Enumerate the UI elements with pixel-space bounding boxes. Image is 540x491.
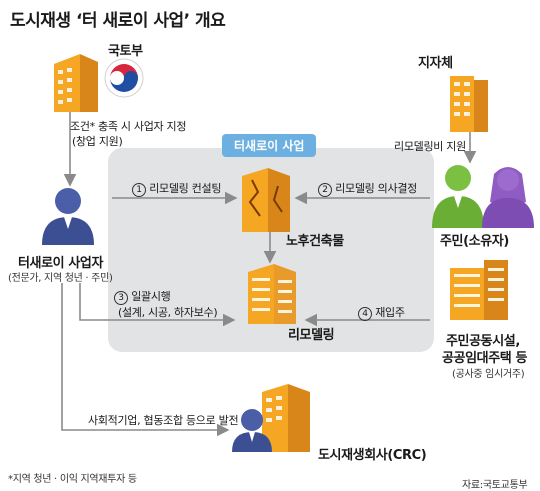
public-facility-sub-label: (공사중 임시거주) [452,369,525,380]
step1-text: 리모델링 컨설팅 [149,182,222,195]
step3-label: 3 일괄시행 [114,288,171,305]
public-facility-building-icon [450,260,508,320]
arrow-step3 [79,283,236,327]
step3-number: 3 [114,291,128,305]
crc-icon [232,384,310,452]
remodeled-building-icon [248,264,296,324]
public-facility-label-2: 공공임대주택 등 [442,351,528,366]
crc-label: 도시재생회사(CRC) [318,448,427,463]
remodeling-label: 리모델링 [288,328,335,343]
entrepreneur-person-icon [42,188,94,245]
old-building-icon [242,168,290,232]
step3-sub-text: (설계, 시공, 하자보수) [118,306,218,319]
step2-number: 2 [318,183,332,197]
entrepreneur-label: 터새로이 사업자 [18,256,104,271]
step2-label: 2 리모델링 의사결정 [318,180,417,197]
source-credit: 자료:국토교통부 [462,480,528,491]
entrepreneur-sub-label: (전문가, 지역 청년 · 주민) [8,273,113,284]
step4-label: 4 재입주 [358,304,405,321]
panel-label: 터새로이 사업 [222,134,317,157]
local-gov-building-icon [450,76,488,132]
page-title: 도시재생 ‘터 새로이 사업’ 개요 [10,11,226,31]
condition-sub-text: (창업 지원) [72,135,123,148]
arrow-develop [61,283,230,437]
molit-building-icon [54,54,98,112]
old-building-label: 노후건축물 [286,234,344,249]
step4-text: 재입주 [375,306,405,319]
step4-number: 4 [358,307,372,321]
step1-label: 1 리모델링 컨설팅 [132,180,221,197]
condition-text: 조건* 충족 시 사업자 지정 [70,120,187,133]
develop-text: 사회적기업, 협동조합 등으로 발전 [88,414,239,427]
step3-text: 일괄시행 [131,290,171,303]
remodel-support-text: 리모델링비 지원 [394,140,466,153]
footnote: *지역 청년 · 이익 지역재투자 등 [8,474,137,485]
step2-text: 리모델링 의사결정 [335,182,417,195]
local-gov-label: 지자체 [418,56,453,71]
public-facility-label-1: 주민공동시설, [446,334,520,349]
taegeuk-emblem-icon [104,58,144,98]
step1-number: 1 [132,183,146,197]
residents-icon [432,165,534,228]
residents-label: 주민(소유자) [440,234,509,249]
molit-label: 국토부 [108,44,143,59]
